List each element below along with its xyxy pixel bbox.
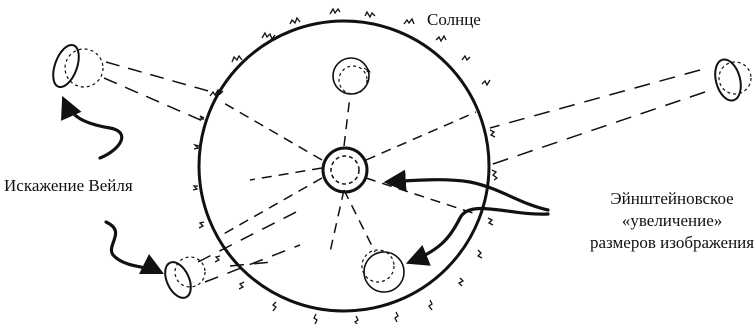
einstein-magnification-label: Эйнштейновское «увеличение» размеров изо… (590, 188, 754, 254)
bottom-left-image (160, 257, 205, 302)
left-upper-rays (104, 62, 212, 122)
central-image (323, 148, 367, 192)
einstein-label-line-1: Эйнштейновское (590, 188, 754, 210)
bottom-left-rays (198, 210, 300, 282)
einstein-label-line-2: «увеличение» (590, 210, 754, 232)
top-inner-image (333, 58, 370, 94)
bottom-inner-image (362, 250, 404, 292)
weyl-distortion-label: Искажение Вейля (4, 176, 133, 196)
einstein-arrows (388, 180, 548, 262)
sun-disk (193, 9, 497, 324)
right-image (711, 57, 751, 104)
right-rays (490, 70, 705, 165)
sun-label: Солнце (427, 10, 481, 30)
radial-rays (220, 96, 476, 252)
einstein-label-line-3: размеров изображения (590, 232, 754, 254)
left-upper-image (48, 42, 103, 91)
